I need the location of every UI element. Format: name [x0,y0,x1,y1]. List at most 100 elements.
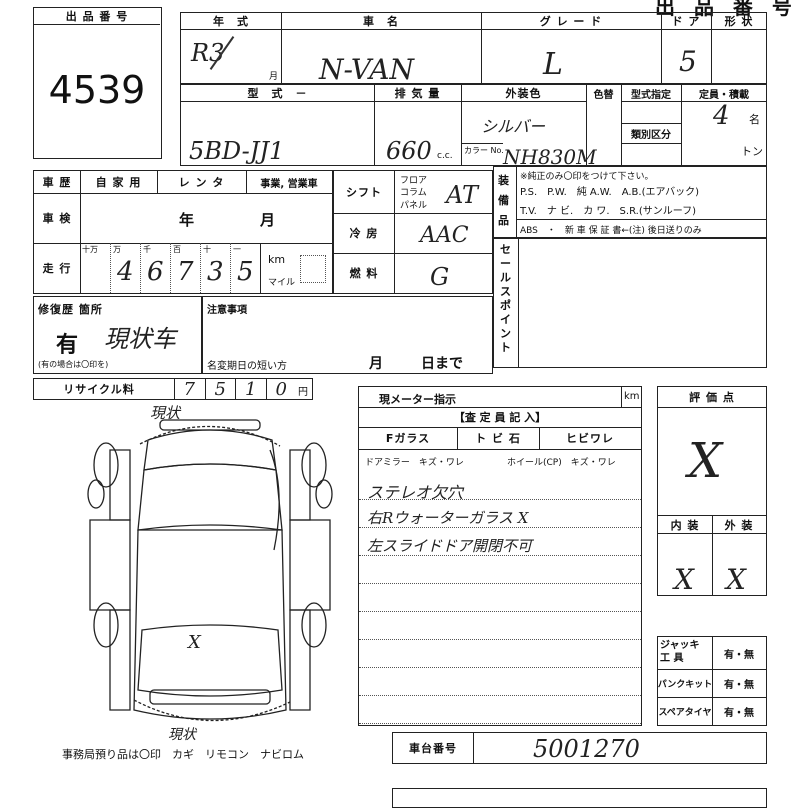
repair-value: 有 [56,333,79,358]
mileage-digit: 3 [207,257,224,287]
mileage-digit-header: 十万 [82,245,98,254]
car-diagram: X [87,419,333,722]
mile-unit: マイル [268,278,296,288]
spare-label: スペアタイヤ [658,707,712,718]
capacity-value: 4 [713,101,730,131]
diagram-mark: X [186,632,202,653]
note-line [359,667,641,668]
model-designation-label: 型式指定 [631,89,671,101]
mileage-digit-header: 一 [233,245,241,254]
chip-label: ト ビ 石 [475,432,521,445]
doors-label: ド ア [671,15,701,28]
equipment-line2: T.V. ナ ビ. カ ワ. S.R.(サンルーフ) [520,206,697,217]
vehicle-info-row2: 型 式 － 排 気 量 外装色 色替 型式指定 定員・積載 類別区分 5BD-J… [180,84,767,169]
shift-opt-panel: パネル [400,201,428,211]
shape-label: 形 状 [724,15,754,28]
puncture-yes-no[interactable]: 有・無 [724,679,754,691]
inspector-block: 現メーター指示 km 【査 定 員 記 入】 Fガラス ト ビ 石 ヒビワレ ド… [358,386,642,726]
note-line [359,723,641,724]
note-line [359,527,641,528]
inspector-note-1: ステレオ欠穴 [367,483,464,502]
color-change-label: 色替 [593,89,614,101]
mileage-digit-header: 千 [143,245,151,254]
note-line [359,583,641,584]
crack-label: ヒビワレ [566,432,614,445]
sales-point-label: セールスポイント [500,243,512,354]
year-value: R3 [191,39,225,67]
diagram-footer: 事務局預り品は〇印 カギ リモコン ナビロム [62,748,304,761]
recycle-yen-unit: 円 [298,387,308,398]
model-label: 型 式 － [247,87,308,100]
km-unit: km [268,253,286,266]
diagram-bottom-note: 現状 [168,727,196,743]
equipment-line1: P.S. P.W. 純 A.W. A.B.(エアバック) [520,187,699,198]
mileage-digit-header: 十 [203,245,211,254]
repair-handwritten: 現状车 [104,325,176,353]
inspection-year-unit: 年 [179,211,195,229]
inspector-note-2: 右Rウォーターガラス X [367,509,529,527]
mileage-digit: 6 [147,257,164,287]
recycle-digit: 0 [265,379,297,400]
meter-label: 現メーター指示 [379,393,456,406]
make-label: 車 名 [363,15,399,28]
spare-yes-no[interactable]: 有・無 [724,707,754,719]
f-glass-label: Fガラス [385,432,431,445]
equipment-block: 装 備 品 ※純正のみ〇印をつけて下さい。 P.S. P.W. 純 A.W. A… [493,166,767,238]
lot-number: 4539 [48,68,146,112]
name-change-day-unit: 日まで [421,356,463,372]
year-label: 年 式 [213,15,249,28]
color-no-value: NH830M [503,145,597,169]
shift-label: シフト [346,186,382,199]
jack-label: ジャッキ 工 具 [660,640,700,664]
grade-label: グ レ ー ド [539,15,603,28]
mileage-digit-header: 万 [113,245,121,254]
bottom-cut-block [392,788,767,808]
history-label: 車 歴 [42,176,72,189]
tools-block: ジャッキ 工 具 有・無 パンクキット 有・無 スペアタイヤ 有・無 [657,636,767,726]
mileage-digit: 7 [177,257,194,287]
fuel-value: G [430,263,450,291]
color-value: シルバー [481,117,546,136]
mile-checkbox[interactable] [300,255,326,283]
note-line [359,499,641,500]
model-value: 5BD-JJ1 [189,137,285,165]
shift-opt-floor: フロア [400,176,428,186]
interior-label: 内 装 [670,519,700,532]
exterior-label: 外 装 [724,519,754,532]
wheel-label: ホイール(CP) キズ・ワレ [507,458,616,468]
mileage-digit: 5 [237,257,254,287]
repair-label: 修復歴 箇所 [38,303,103,316]
chassis-label: 車台番号 [409,742,457,755]
fuel-label: 燃 料 [349,267,379,280]
equipment-label: 装 備 品 [498,174,510,227]
displacement-value: 660 [386,137,432,165]
puncture-label: パンクキット [657,679,713,690]
exterior-value: X [726,563,746,596]
lot-box: 出 品 番 号 4539 [33,7,162,159]
name-change-label: 名変期日の短い方 [207,361,287,372]
diagram-top-note: 現状 [150,404,181,422]
jack-yes-no[interactable]: 有・無 [724,649,754,661]
mileage-label: 走 行 [42,262,72,275]
chassis-block: 車台番号 5001270 [392,732,767,764]
grade-value: L [543,47,563,82]
repair-block: 修復歴 箇所 有 現状车 (有の場合は〇印を) [33,296,202,374]
month-suffix: 月 [269,72,279,82]
option-private: 自 家 用 [95,176,142,189]
note-line [359,695,641,696]
recycle-label: リサイクル料 [63,383,135,396]
shift-value: AT [446,181,479,209]
make-value: N-VAN [319,53,414,86]
doors-value: 5 [679,45,697,78]
mileage-digit-header: 百 [173,245,181,254]
inspector-title: 【査 定 員 記 入】 [453,411,547,424]
meter-km-unit: km [624,391,640,402]
vehicle-info-row1: 年 式 車 名 グ レ ー ド ド ア 形 状 R3 月 N-VAN L 5 [180,12,767,86]
